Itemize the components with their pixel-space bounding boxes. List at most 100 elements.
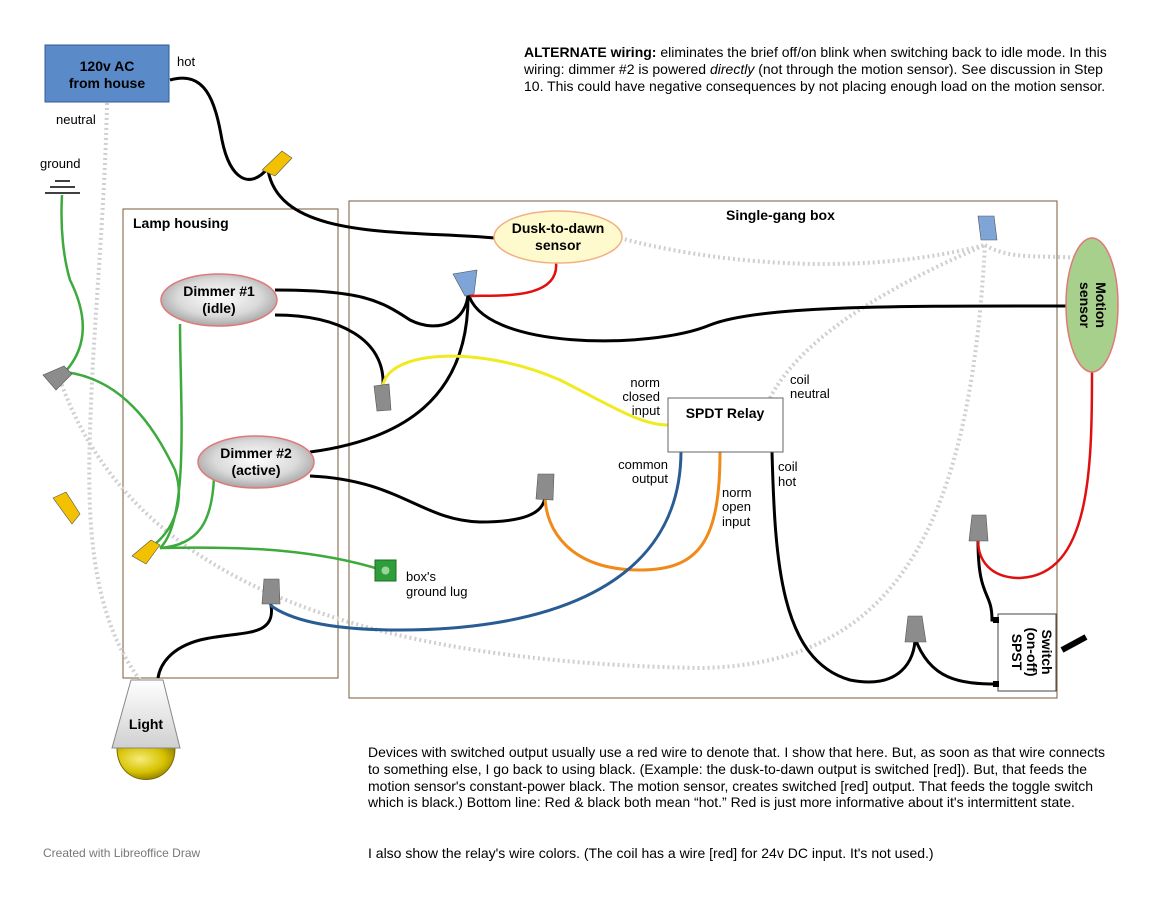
ground-wire-lug bbox=[159, 546, 386, 573]
gray-wire-nut-coil bbox=[904, 615, 927, 643]
coil-hot-label-1: coil bbox=[778, 459, 798, 474]
dusk-sensor-line2: sensor bbox=[535, 237, 581, 253]
relay-note: I also show the relay's wire colors. (Th… bbox=[368, 845, 934, 861]
switch-line1: Switch bbox=[1039, 629, 1055, 674]
neutral-wire-coil bbox=[768, 243, 986, 399]
credit-label: Created with Libreoffice Draw bbox=[43, 846, 201, 860]
ground-label: ground bbox=[40, 156, 80, 171]
dimmer-2-line1: Dimmer #2 bbox=[220, 445, 292, 461]
yellow-wire-nut-hot bbox=[261, 150, 293, 177]
ground-wire-main bbox=[60, 194, 84, 373]
yellow-wire-nc bbox=[381, 354, 669, 427]
spdt-relay bbox=[667, 397, 784, 453]
hot-wire-dimmer1-nc bbox=[274, 313, 385, 386]
hot-wire-dimmer1 bbox=[274, 288, 470, 328]
no-label-2: open bbox=[722, 499, 751, 514]
nc-label-2: closed bbox=[622, 389, 660, 404]
orange-wire-no bbox=[543, 451, 722, 572]
neutral-wire-house bbox=[87, 102, 142, 682]
switched-wires bbox=[469, 261, 1094, 580]
hot-wire-to-motion bbox=[466, 291, 1071, 343]
relay-wires bbox=[269, 354, 722, 632]
hot-wires bbox=[156, 76, 1071, 686]
light-label: Light bbox=[129, 716, 164, 732]
power-source-line1: 120v AC bbox=[80, 58, 135, 74]
ground-lug-label-1: box's bbox=[406, 569, 436, 584]
single-gang-box-title: Single-gang box bbox=[726, 207, 835, 223]
yellow-wire-nut-neutral bbox=[52, 491, 81, 525]
ground-wire-dimmer2 bbox=[159, 477, 216, 550]
dimmer-2 bbox=[197, 435, 315, 489]
switch-terminal-bottom bbox=[993, 681, 999, 687]
hot-wire-dimmer2 bbox=[309, 291, 470, 454]
switch-terminal-top bbox=[993, 617, 999, 623]
hot-label: hot bbox=[177, 54, 195, 69]
blue-wire-nut-neutral bbox=[977, 215, 998, 241]
ground-lug-screw-icon bbox=[381, 566, 390, 575]
yellow-wire-nut-ground-lamp bbox=[131, 539, 161, 565]
power-source-line2: from house bbox=[69, 75, 145, 91]
motion-sensor-line1: Motion bbox=[1093, 282, 1109, 328]
dusk-sensor-line1: Dusk-to-dawn bbox=[512, 220, 605, 236]
nc-label-3: input bbox=[632, 403, 661, 418]
light-bulb bbox=[116, 747, 176, 780]
alternate-wiring-note: ALTERNATE wiring: eliminates the brief o… bbox=[524, 44, 1114, 94]
gray-wire-nut-ground bbox=[42, 365, 73, 391]
gray-wire-nut-light bbox=[261, 578, 281, 605]
motion-sensor bbox=[1065, 237, 1119, 373]
gray-wire-nut-no bbox=[535, 473, 555, 501]
coil-neutral-label-1: coil bbox=[790, 372, 810, 387]
red-wire-dusk-out bbox=[469, 261, 558, 298]
ground-lug-label-2: ground lug bbox=[406, 584, 467, 599]
hot-wire-house bbox=[169, 76, 270, 181]
ground-wire-to-lamp bbox=[64, 370, 180, 550]
no-label-3: input bbox=[722, 514, 751, 529]
dimmer-2-line2: (active) bbox=[231, 462, 280, 478]
neutral-wire-motion bbox=[983, 243, 1081, 260]
dimmer-1-line2: (idle) bbox=[202, 300, 235, 316]
blue-wire-common bbox=[269, 451, 683, 632]
hot-wire-light bbox=[156, 599, 273, 679]
coil-neutral-label-2: neutral bbox=[790, 386, 830, 401]
common-label-1: common bbox=[618, 457, 668, 472]
alternate-emphasis: directly bbox=[709, 60, 755, 77]
alternate-text-1: eliminates the brief off/on blink when s… bbox=[524, 44, 1107, 77]
neutral-label: neutral bbox=[56, 112, 96, 127]
lamp-housing-title: Lamp housing bbox=[133, 215, 229, 231]
hot-wire-switch-in bbox=[976, 539, 998, 622]
alternate-title: ALTERNATE wiring: bbox=[524, 44, 657, 60]
dimmer-1 bbox=[160, 273, 278, 327]
dimmer-1-line1: Dimmer #1 bbox=[183, 283, 255, 299]
alternate-text-2: (not through the motion sensor). See dis… bbox=[524, 60, 1106, 94]
wire-nuts bbox=[42, 150, 998, 643]
dusk-to-dawn-sensor bbox=[493, 210, 623, 264]
hot-wire-to-dusk bbox=[266, 169, 496, 240]
hot-wire-switch-coil bbox=[913, 637, 999, 686]
spst-switch bbox=[997, 613, 1057, 692]
coil-hot-label-2: hot bbox=[778, 474, 796, 489]
ground-wire-dimmer1 bbox=[159, 323, 183, 549]
ground-symbol-icon bbox=[45, 180, 80, 194]
no-label-1: norm bbox=[722, 485, 752, 500]
blue-wire-nut-dusk bbox=[452, 269, 478, 297]
hot-wire-dimmer2-no bbox=[309, 474, 547, 524]
switch-line3: SPST bbox=[1009, 634, 1025, 671]
single-gang-box bbox=[348, 200, 1058, 699]
common-label-2: output bbox=[632, 471, 669, 486]
red-wire-motion-out bbox=[976, 371, 1094, 580]
switch-line2: (on-off) bbox=[1024, 628, 1040, 677]
relay-title: SPDT Relay bbox=[686, 405, 765, 421]
motion-sensor-line2: sensor bbox=[1077, 282, 1093, 328]
light-shade bbox=[111, 679, 181, 749]
gray-wire-nut-nc bbox=[373, 383, 392, 412]
power-source-box bbox=[44, 44, 170, 103]
gray-wire-nut-switch bbox=[968, 514, 989, 542]
switch-toggle-icon bbox=[1060, 634, 1088, 653]
ground-wires bbox=[60, 194, 386, 573]
hot-wire-coil bbox=[770, 451, 917, 684]
devices-note: Devices with switched output usually use… bbox=[368, 744, 1105, 811]
lamp-housing-box bbox=[122, 208, 339, 679]
neutral-wires bbox=[58, 102, 1081, 682]
nc-label-1: norm bbox=[630, 375, 660, 390]
